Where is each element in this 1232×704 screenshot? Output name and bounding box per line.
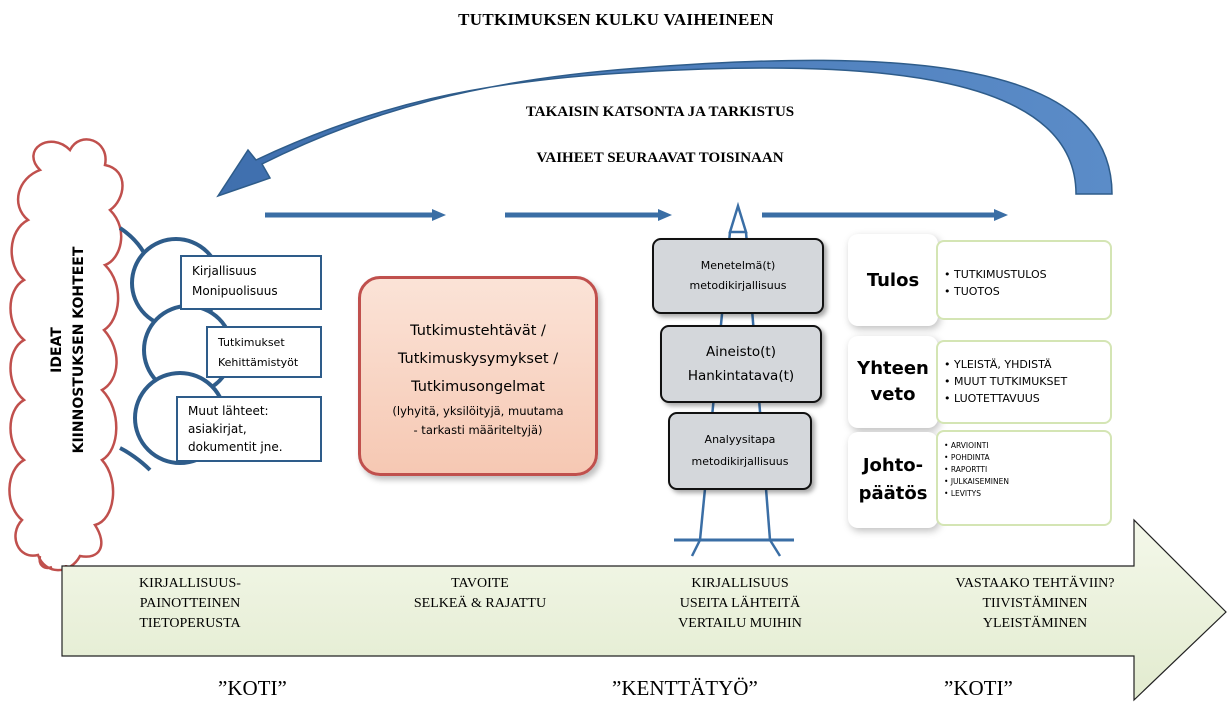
stage-goal: TAVOITE SELKEÄ & RAJATTU bbox=[413, 576, 547, 611]
stage-knowledge-base: KIRJALLISUUS- PAINOTTEINEN TIETOPERUSTA bbox=[139, 576, 241, 631]
result-title-johtopaatos: Johto- päätös bbox=[848, 432, 938, 528]
idea-box-other-sources: Muut lähteet: asiakirjat, dokumentit jne… bbox=[176, 396, 322, 462]
progress-arrows bbox=[265, 209, 1008, 221]
result-item: ARVIOINTI bbox=[944, 440, 1110, 452]
result-item: LUOTETTAVUUS bbox=[944, 390, 1110, 407]
goal-note: - tarkasti määriteltyjä) bbox=[413, 423, 543, 437]
result-title-tulos: Tulos bbox=[848, 234, 938, 326]
feedback-curved-arrow bbox=[216, 59, 1113, 198]
method-line: Hankintatava(t) bbox=[687, 368, 795, 384]
result-item: TUTKIMUSTULOS bbox=[944, 266, 1110, 283]
goal-note: (lyhyitä, yksilöityjä, muutama bbox=[392, 404, 564, 418]
goal-line: Tutkimuskysymykset / bbox=[397, 351, 559, 367]
idea-box-studies: Tutkimukset Kehittämistyöt bbox=[206, 326, 322, 378]
result-item: TUOTOS bbox=[944, 283, 1110, 300]
result-box-tulos: TUTKIMUSTULOS TUOTOS bbox=[936, 240, 1112, 320]
goal-line: Tutkimustehtävät / bbox=[410, 323, 546, 339]
stage-conclusion: VASTAAKO TEHTÄVIIN? TIIVISTÄMINEN YLEIST… bbox=[955, 576, 1115, 631]
method-line: metodikirjallisuus bbox=[689, 279, 787, 292]
result-item: JULKAISEMINEN bbox=[944, 476, 1110, 488]
place-fieldwork: ”KENTTÄTYÖ” bbox=[612, 676, 758, 700]
result-item: RAPORTTI bbox=[944, 464, 1110, 476]
result-item: LEVITYS bbox=[944, 488, 1110, 500]
result-title-yhteenveto: Yhteen veto bbox=[848, 336, 938, 428]
result-item: POHDINTA bbox=[944, 452, 1110, 464]
method-line: Aineisto(t) bbox=[705, 344, 776, 360]
timeline-arrow bbox=[61, 518, 1227, 702]
idea-box-literature: Kirjallisuus Monipuolisuus bbox=[180, 255, 322, 310]
result-box-yhteenveto: YLEISTÄ, YHDISTÄ MUUT TUTKIMUKSET LUOTET… bbox=[936, 340, 1112, 424]
idea-line: Tutkimukset bbox=[218, 336, 285, 349]
method-line: Menetelmä(t) bbox=[700, 259, 776, 272]
stage-fieldwork: KIRJALLISUUS USEITA LÄHTEITÄ VERTAILU MU… bbox=[678, 576, 802, 631]
research-goal-box: Tutkimustehtävät / Tutkimuskysymykset / … bbox=[358, 276, 598, 476]
place-home-2: ”KOTI” bbox=[944, 676, 1013, 700]
ideas-cloud: IDEAT KIINNOSTUKSEN KOHTEET bbox=[18, 170, 118, 530]
result-item: MUUT TUTKIMUKSET bbox=[944, 373, 1110, 390]
idea-line: dokumentit jne. bbox=[188, 440, 283, 454]
method-box-data: Aineisto(t) Hankintatava(t) bbox=[660, 325, 822, 403]
method-line: Analyysitapa bbox=[704, 433, 776, 446]
idea-line: Kirjallisuus bbox=[192, 264, 257, 278]
diagram-title: TUTKIMUKSEN KULKU VAIHEINEEN bbox=[458, 10, 774, 29]
idea-line: Monipuolisuus bbox=[192, 284, 278, 298]
result-box-johtopaatos: ARVIOINTI POHDINTA RAPORTTI JULKAISEMINE… bbox=[936, 430, 1112, 526]
method-box-analysis: Analyysitapa metodikirjallisuus bbox=[668, 412, 812, 490]
result-item: YLEISTÄ, YHDISTÄ bbox=[944, 356, 1110, 373]
sequence-label: VAIHEET SEURAAVAT TOISINAAN bbox=[536, 150, 784, 166]
place-home-1: ”KOTI” bbox=[218, 676, 287, 700]
idea-line: Muut lähteet: bbox=[188, 404, 269, 418]
feedback-label: TAKAISIN KATSONTA JA TARKISTUS bbox=[525, 104, 795, 120]
cloud-line-ideat: IDEAT bbox=[49, 327, 65, 373]
method-box-methods: Menetelmä(t) metodikirjallisuus bbox=[652, 238, 824, 314]
idea-line: Kehittämistyöt bbox=[218, 356, 299, 369]
idea-line: asiakirjat, bbox=[188, 422, 247, 436]
method-line: metodikirjallisuus bbox=[691, 455, 789, 468]
goal-line: Tutkimusongelmat bbox=[411, 379, 545, 395]
cloud-line-kohteet: KIINNOSTUKSEN KOHTEET bbox=[71, 246, 87, 454]
